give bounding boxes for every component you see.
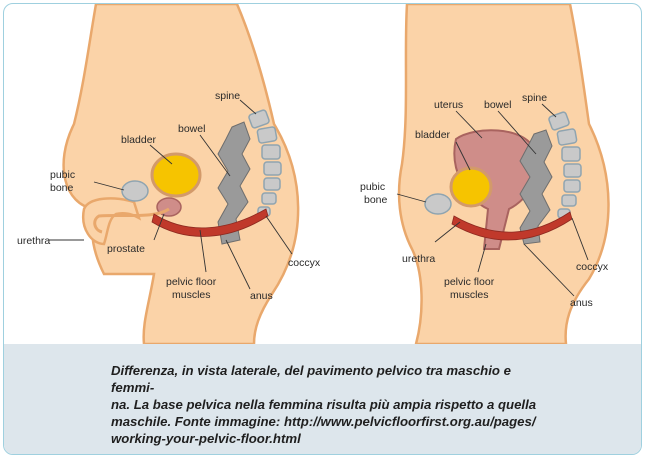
- caption: Differenza, in vista laterale, del pavim…: [111, 362, 551, 447]
- female-label-spine: spine: [522, 92, 547, 104]
- caption-box: Differenza, in vista laterale, del pavim…: [4, 344, 641, 454]
- male-bowel: [217, 121, 251, 245]
- male-label-pelvic-1: pelvic floor: [166, 276, 217, 288]
- male-pubic-bone: [121, 180, 149, 202]
- male-label-pubic-bone-1: pubic: [50, 169, 75, 181]
- female-label-bladder: bladder: [415, 129, 451, 141]
- anatomy-figure: bladder bowel spine pubic bone urethra p…: [4, 4, 641, 346]
- female-label-pubic-bone-1: pubic: [360, 181, 385, 193]
- male-label-spine: spine: [215, 90, 240, 102]
- male-penis: [81, 197, 142, 246]
- female-label-urethra: urethra: [402, 253, 435, 265]
- female-diagram: [397, 4, 610, 346]
- male-urethra: [93, 207, 170, 234]
- male-label-prostate: prostate: [107, 243, 145, 255]
- male-label-anus: anus: [250, 290, 273, 302]
- caption-line: Differenza, in vista laterale, del pavim…: [111, 363, 511, 395]
- female-label-coccyx: coccyx: [576, 261, 609, 273]
- female-label-pelvic-2: muscles: [450, 289, 489, 301]
- female-label-uterus: uterus: [434, 99, 463, 111]
- female-spine: [548, 111, 582, 219]
- anatomy-illustration: bladder bowel spine pubic bone urethra p…: [17, 4, 610, 346]
- female-label-anus: anus: [570, 297, 593, 309]
- female-pubic-bone: [424, 193, 452, 215]
- male-diagram: [62, 4, 300, 346]
- female-label-pelvic-1: pelvic floor: [444, 276, 495, 288]
- male-label-bowel: bowel: [178, 123, 205, 135]
- male-pelvic-floor: [151, 208, 269, 237]
- male-bladder: [150, 152, 202, 198]
- female-label-pubic-bone-2: bone: [364, 194, 388, 206]
- female-bowel: [519, 129, 553, 245]
- male-label-bladder: bladder: [121, 134, 157, 146]
- male-label-urethra: urethra: [17, 235, 50, 247]
- female-bladder: [449, 166, 493, 208]
- leader-lines: [49, 99, 589, 297]
- male-label-coccyx: coccyx: [288, 257, 321, 269]
- caption-line: working-your-pelvic-floor.html: [111, 431, 301, 446]
- figure-frame: bladder bowel spine pubic bone urethra p…: [3, 3, 642, 455]
- male-label-pelvic-2: muscles: [172, 289, 211, 301]
- caption-line: na. La base pelvica nella femmina risult…: [111, 397, 537, 412]
- caption-line: maschile. Fonte immagine: http://www.pel…: [111, 414, 536, 429]
- male-label-pubic-bone-2: bone: [50, 182, 74, 194]
- female-label-bowel: bowel: [484, 99, 511, 111]
